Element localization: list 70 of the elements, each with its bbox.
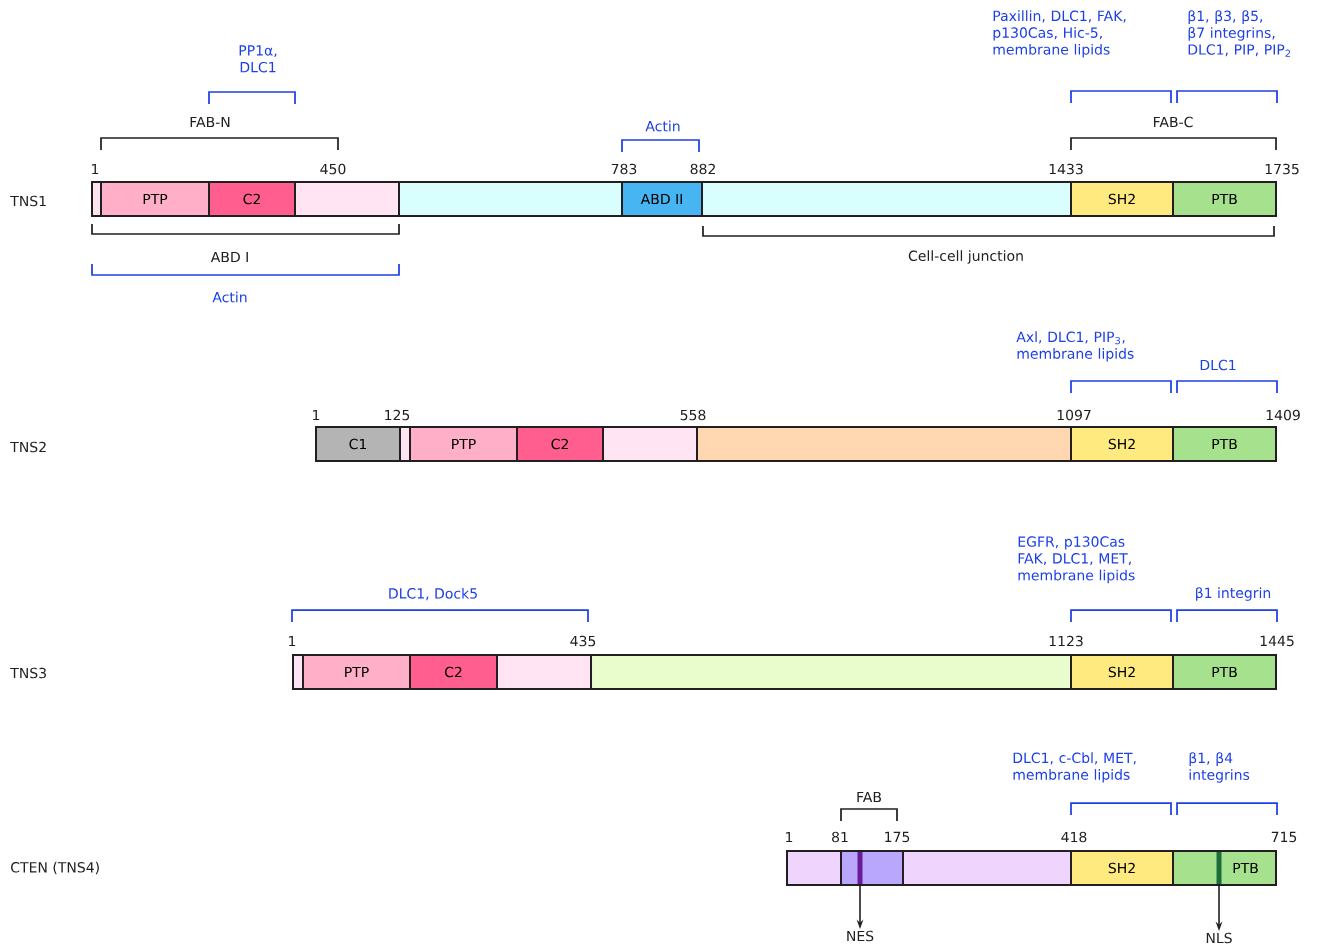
domain-box: SH2 xyxy=(1070,654,1174,690)
domain-box: PTP xyxy=(100,181,210,217)
residue-number: 1 xyxy=(289,635,296,647)
protein-name: TNS3 xyxy=(10,667,46,679)
binding-partner-label: DLC1, Dock5 xyxy=(389,587,477,601)
domain-box: C2 xyxy=(208,181,296,217)
signal-label: NLS xyxy=(1206,932,1232,944)
region-label: FAB xyxy=(857,791,881,803)
binding-partner-label: Actin xyxy=(212,291,247,303)
binding-partner-label: Actin xyxy=(645,120,680,132)
domain-segment xyxy=(398,181,623,217)
domain-box: SH2 xyxy=(1070,426,1174,462)
domain-segment xyxy=(294,181,400,217)
protein-name: TNS2 xyxy=(10,441,46,453)
domain-box: PTB xyxy=(1172,426,1277,462)
protein-name: CTEN (TNS4) xyxy=(11,861,99,875)
signal-label: NES xyxy=(847,930,874,942)
binding-partner-label: DLC1, c-Cbl, MET, membrane lipids xyxy=(1013,752,1136,783)
residue-number: 1445 xyxy=(1260,635,1294,647)
residue-number: 81 xyxy=(832,831,848,843)
domain-segment xyxy=(902,850,1072,886)
binding-partner-label: PP1α, DLC1 xyxy=(239,45,277,73)
residue-number: 558 xyxy=(680,409,706,421)
residue-number: 882 xyxy=(690,163,715,175)
protein-name: TNS1 xyxy=(10,195,46,207)
signal-marker xyxy=(1216,852,1222,884)
domain-segment xyxy=(496,654,592,690)
signal-marker xyxy=(857,852,863,884)
domain-segment xyxy=(786,850,842,886)
binding-partner-label: Axl, DLC1, PIP$_{3}$, membrane lipids xyxy=(1016,331,1134,362)
binding-partner-label: β1, β3, β5, β7 integrins, DLC1, PIP, PIP$_{2}$ xyxy=(1188,10,1291,57)
residue-number: 1409 xyxy=(1266,409,1300,421)
binding-partner-label: DLC1 xyxy=(1200,359,1236,371)
domain-box: PTP xyxy=(409,426,518,462)
residue-number: 418 xyxy=(1061,831,1087,843)
residue-number: 1097 xyxy=(1057,409,1091,421)
domain-box: SH2 xyxy=(1070,850,1174,886)
residue-number: 1123 xyxy=(1049,635,1083,647)
residue-number: 1 xyxy=(92,163,99,175)
domain-box: C1 xyxy=(315,426,401,462)
region-label: Cell-cell junction xyxy=(908,250,1023,264)
binding-partner-label: β1, β4 integrins xyxy=(1189,752,1250,783)
residue-number: 435 xyxy=(570,635,596,647)
domain-box: ABD II xyxy=(621,181,703,217)
residue-number: 783 xyxy=(611,163,637,175)
domain-segment xyxy=(696,426,1072,462)
residue-number: 1 xyxy=(313,409,320,421)
domain-segment xyxy=(840,850,904,886)
binding-partner-label: β1 integrin xyxy=(1196,587,1271,601)
residue-number: 715 xyxy=(1271,831,1297,843)
binding-partner-label: Paxillin, DLC1, FAK, p130Cas, Hic-5, membrane lipids xyxy=(993,10,1126,58)
region-label: FAB-C xyxy=(1154,116,1193,128)
domain-box: PTP xyxy=(302,654,411,690)
domain-segment xyxy=(701,181,1072,217)
region-label: FAB-N xyxy=(190,116,230,128)
domain-segment xyxy=(602,426,698,462)
domain-box: PTB xyxy=(1172,654,1277,690)
residue-number: 1735 xyxy=(1265,163,1299,175)
residue-number: 450 xyxy=(320,163,346,175)
domain-box: PTB xyxy=(1172,181,1277,217)
domain-box: PTB xyxy=(1172,850,1277,886)
region-label: ABD I xyxy=(210,251,248,263)
domain-segment xyxy=(590,654,1072,690)
domain-box: C2 xyxy=(516,426,604,462)
domain-box: SH2 xyxy=(1070,181,1174,217)
domain-box: C2 xyxy=(409,654,498,690)
residue-number: 125 xyxy=(385,409,410,421)
binding-partner-label: EGFR, p130Cas FAK, DLC1, MET, membrane lipids xyxy=(1018,536,1135,584)
residue-number: 1433 xyxy=(1049,163,1083,175)
residue-number: 175 xyxy=(885,831,910,843)
